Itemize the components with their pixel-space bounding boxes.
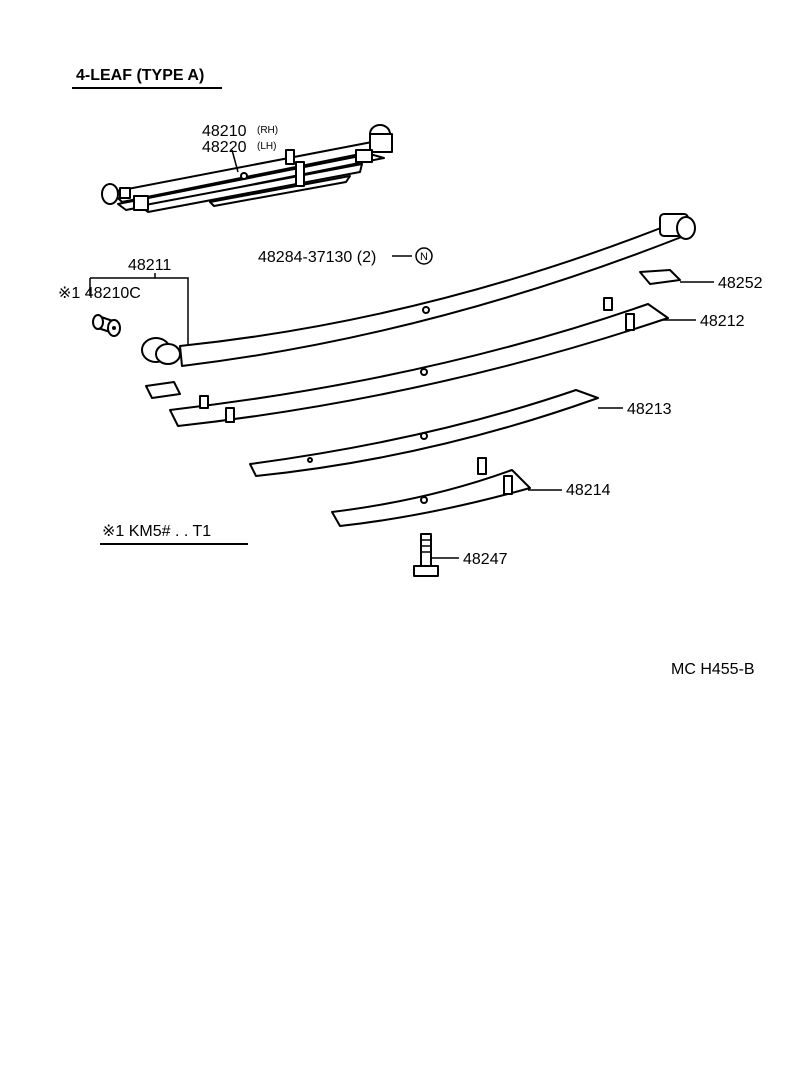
- footnote-text: ※1 KM5# . . T1: [102, 523, 211, 540]
- leaf-4-part: [331, 457, 531, 527]
- center-bolt-part: [413, 533, 439, 577]
- leaf-2-part: [169, 297, 669, 427]
- label-bushing: ※1 48210C: [58, 285, 141, 302]
- diagram-code: MC H455-B: [671, 661, 755, 678]
- label-leaf-3: 48213: [627, 401, 672, 418]
- main-leaf-part: [141, 213, 696, 367]
- label-spring-lh-side: (LH): [257, 141, 276, 152]
- label-bolt-ref: 48284-37130 (2): [258, 249, 376, 266]
- leaf-3-part: [249, 389, 599, 477]
- marker-n-letter: N: [420, 251, 428, 263]
- label-center-bolt: 48247: [463, 551, 508, 568]
- label-pad: 48252: [718, 275, 763, 292]
- pad-left-part: [145, 381, 181, 399]
- label-spring-lh-part: 48220: [202, 139, 247, 156]
- label-spring-rh-side: (RH): [257, 125, 278, 136]
- label-spring-rh-part: 48210: [202, 123, 247, 140]
- pad-part: [639, 269, 681, 285]
- label-leaf-4: 48214: [566, 482, 611, 499]
- diagram-title: 4-LEAF (TYPE A): [76, 67, 204, 84]
- marker-n-icon: [415, 247, 433, 265]
- spring-assembly-thumbnail: [101, 124, 393, 213]
- label-main-leaf: 48211: [128, 257, 171, 274]
- bushing-part: [92, 314, 121, 337]
- label-leaf-2: 48212: [700, 313, 745, 330]
